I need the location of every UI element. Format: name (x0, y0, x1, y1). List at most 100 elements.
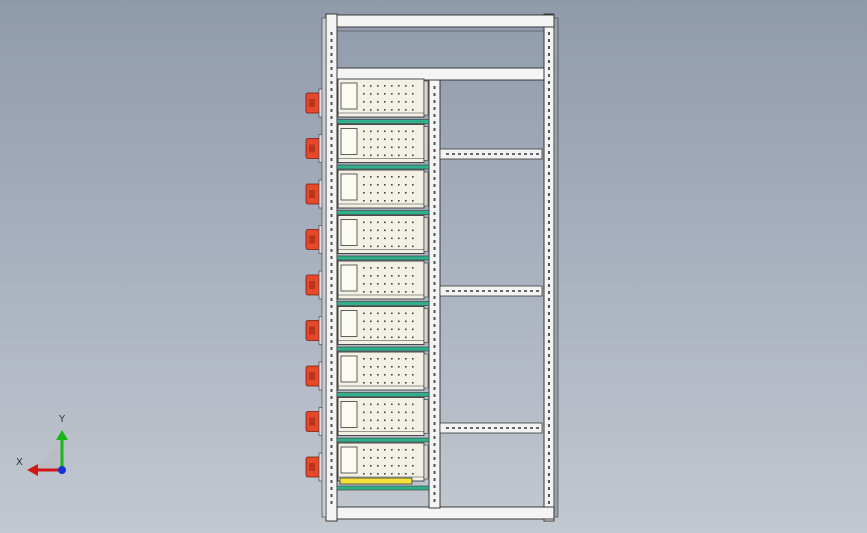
module-vent-dot (370, 267, 372, 269)
shelf-slot (500, 153, 503, 155)
post-hole (330, 284, 333, 287)
post-hole (330, 361, 333, 364)
module-vent-dot (398, 366, 400, 368)
shelf-slot (482, 427, 485, 429)
module-vent-dot (377, 336, 379, 339)
post-hole (433, 247, 436, 250)
module-vent-dot (412, 85, 414, 87)
module-vent-dot (405, 473, 407, 475)
module-vent-dot (398, 267, 400, 269)
shelf-slot (464, 427, 467, 429)
module-vent-dot (377, 275, 379, 277)
module-vent-dot (363, 283, 365, 285)
module-vent-dot (412, 146, 414, 149)
shelf-slot (476, 290, 479, 292)
post-hole (433, 310, 436, 313)
post-hole (330, 186, 333, 189)
module-vent-dot (377, 154, 379, 157)
module-vent-dot (377, 138, 379, 141)
module-vent-dot (370, 101, 372, 103)
middle-post-holes (433, 86, 436, 502)
post-hole (548, 109, 550, 112)
module-vent-dot (405, 138, 407, 141)
module-vent-dot (405, 176, 407, 178)
post-hole (548, 361, 550, 364)
shelf-slot (512, 290, 515, 292)
module-vent-dot (363, 192, 365, 194)
shelf-slot (494, 153, 497, 155)
post-hole (548, 277, 550, 280)
module-vent-dot (405, 237, 407, 240)
module-vent-dot (363, 419, 365, 422)
module-vent-dot (391, 192, 393, 194)
module-vent-dot (363, 473, 365, 475)
module-vent-dot (391, 336, 393, 339)
module-vent-dot (405, 245, 407, 248)
post-hole (330, 368, 333, 371)
post-hole (330, 501, 333, 504)
module-label-plate (340, 355, 358, 383)
post-hole (330, 46, 333, 49)
post-hole (330, 305, 333, 308)
module-vent-dot (370, 138, 372, 141)
module-vent-dot (405, 192, 407, 194)
post-hole (548, 368, 550, 371)
module-vent-dot (391, 411, 393, 414)
module-vent-dot (405, 267, 407, 269)
module-vent-dot (391, 449, 393, 451)
module-vent-dot (384, 374, 386, 376)
post-hole (548, 354, 550, 357)
module-vent-dot (384, 312, 386, 315)
module-vent-dot (391, 457, 393, 459)
shelf-slot (530, 290, 533, 292)
module-vent-dot (363, 138, 365, 141)
module-vent-dot (405, 146, 407, 149)
module-vent-dot (412, 200, 414, 202)
module-vent-dot (398, 109, 400, 111)
module-vent-dot (363, 200, 365, 202)
post-hole (548, 410, 550, 413)
module-vent-dot (398, 457, 400, 459)
triad-plane (34, 438, 62, 470)
module-side (423, 217, 429, 252)
post-hole (433, 114, 436, 117)
module-vent-dot (363, 184, 365, 186)
module-vent-dot (384, 320, 386, 323)
post-hole (433, 205, 436, 208)
post-hole (548, 319, 550, 322)
module-vent-dot (405, 320, 407, 323)
post-hole (548, 431, 550, 434)
module-vent-dot (363, 465, 365, 467)
post-hole (330, 424, 333, 427)
post-hole (433, 93, 436, 96)
module-vent-dot (363, 358, 365, 360)
module-vent-dot (398, 358, 400, 360)
post-hole (330, 95, 333, 98)
post-hole (330, 67, 333, 70)
module-vent-dot (391, 427, 393, 430)
post-hole (330, 396, 333, 399)
post-hole (330, 221, 333, 224)
shelf-slot (476, 427, 479, 429)
module-vent-dot (391, 184, 393, 186)
module-side (423, 80, 429, 116)
module-vent-dot (405, 358, 407, 360)
module-vent-dot (363, 320, 365, 323)
post-hole (548, 452, 550, 455)
module-vent-dot (412, 109, 414, 111)
module-vent-dot (370, 221, 372, 224)
shelf-slot (512, 427, 515, 429)
module-vent-dot (398, 101, 400, 103)
post-hole (548, 88, 550, 91)
post-hole (548, 312, 550, 315)
post-hole (330, 193, 333, 196)
post-hole (548, 340, 550, 343)
post-hole (433, 422, 436, 425)
shelf-slot (458, 290, 461, 292)
post-hole (330, 431, 333, 434)
post-hole (330, 459, 333, 462)
module-vent-dot (384, 411, 386, 414)
module-vent-dot (363, 85, 365, 87)
